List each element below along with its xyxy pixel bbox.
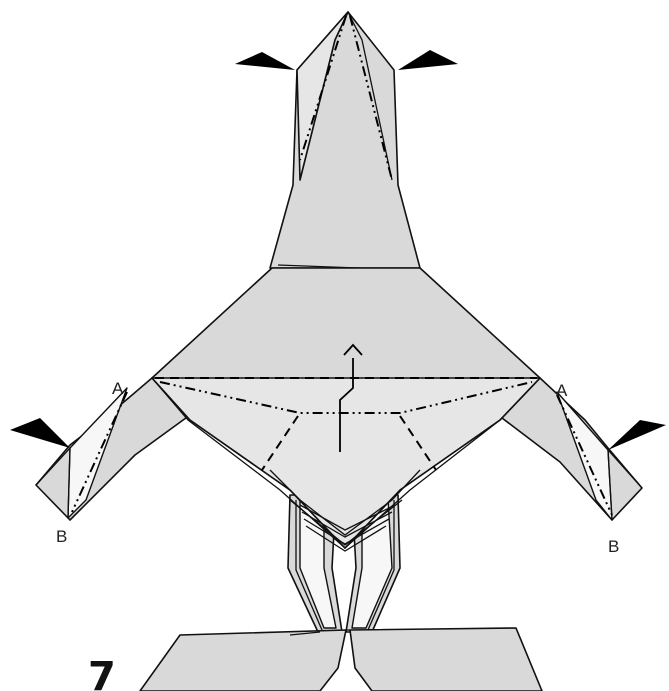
left-arm [36,378,190,520]
push-arrow-arm-left [10,418,70,448]
feet [140,628,542,691]
push-arrow-arm-right [608,420,666,450]
right-arm [502,378,642,520]
push-arrow-head-right [398,50,458,70]
step-number: 7 [88,654,116,691]
label-left-a: A [112,379,124,398]
label-right-a: A [556,381,568,400]
label-right-b: B [608,537,619,556]
head-flap [270,12,420,270]
body-diamond [152,268,540,548]
label-left-b: B [56,527,67,546]
push-arrow-head-left [235,52,295,70]
